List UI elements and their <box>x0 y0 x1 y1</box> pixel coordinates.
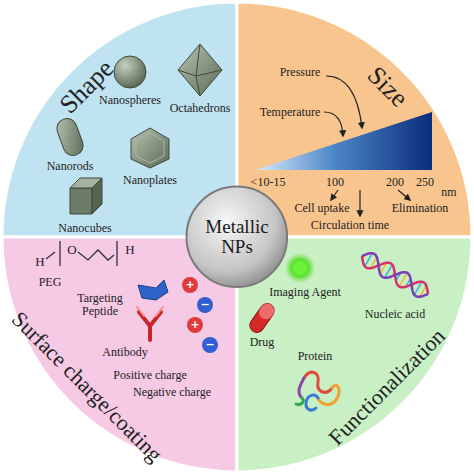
item-label: Protein <box>298 350 333 363</box>
item-label: Imaging Agent <box>269 286 341 299</box>
item-label: Temperature <box>260 106 320 119</box>
quadrant-title: Shape <box>55 55 118 118</box>
item-label: Nanospheres <box>99 94 161 107</box>
item-label: Octahedrons <box>170 102 231 115</box>
charge-sign: − <box>200 299 209 311</box>
item-label: Drug <box>250 336 275 349</box>
item-label: H <box>35 255 44 269</box>
quadrant-title: Size <box>362 62 412 112</box>
item-label: Nanoplates <box>123 174 177 187</box>
item-label: 250 <box>416 176 434 189</box>
item-label: Nanocubes <box>58 222 111 235</box>
item-label: Pressure <box>280 66 321 79</box>
item-label: PEG <box>39 276 62 289</box>
item-label: Cell uptake <box>295 202 350 215</box>
item-label: Antibody <box>102 346 147 359</box>
charge-sign: + <box>185 279 194 291</box>
item-label: Nanorods <box>47 160 94 173</box>
item-label: O <box>67 243 76 257</box>
quadrant-title: Functionalization <box>325 325 449 449</box>
item-label: nm <box>441 186 456 199</box>
item-label: Circulation time <box>311 219 389 232</box>
item-label: Positive charge <box>113 369 186 382</box>
center-label: Metallic NPs <box>198 217 276 257</box>
item-label: <10-15 <box>251 176 286 189</box>
center-circle: Metallic NPs <box>185 185 289 289</box>
item-label: 100 <box>326 176 344 189</box>
charge-sign: − <box>205 339 214 351</box>
item-label: Nucleic acid <box>365 308 425 321</box>
charge-sign: + <box>190 319 199 331</box>
item-label: Negative charge <box>133 386 211 399</box>
item-label: H <box>125 243 134 257</box>
item-label: 200 <box>386 176 404 189</box>
item-label: Elimination <box>392 202 449 215</box>
item-label: Targeting Peptide <box>69 292 131 317</box>
